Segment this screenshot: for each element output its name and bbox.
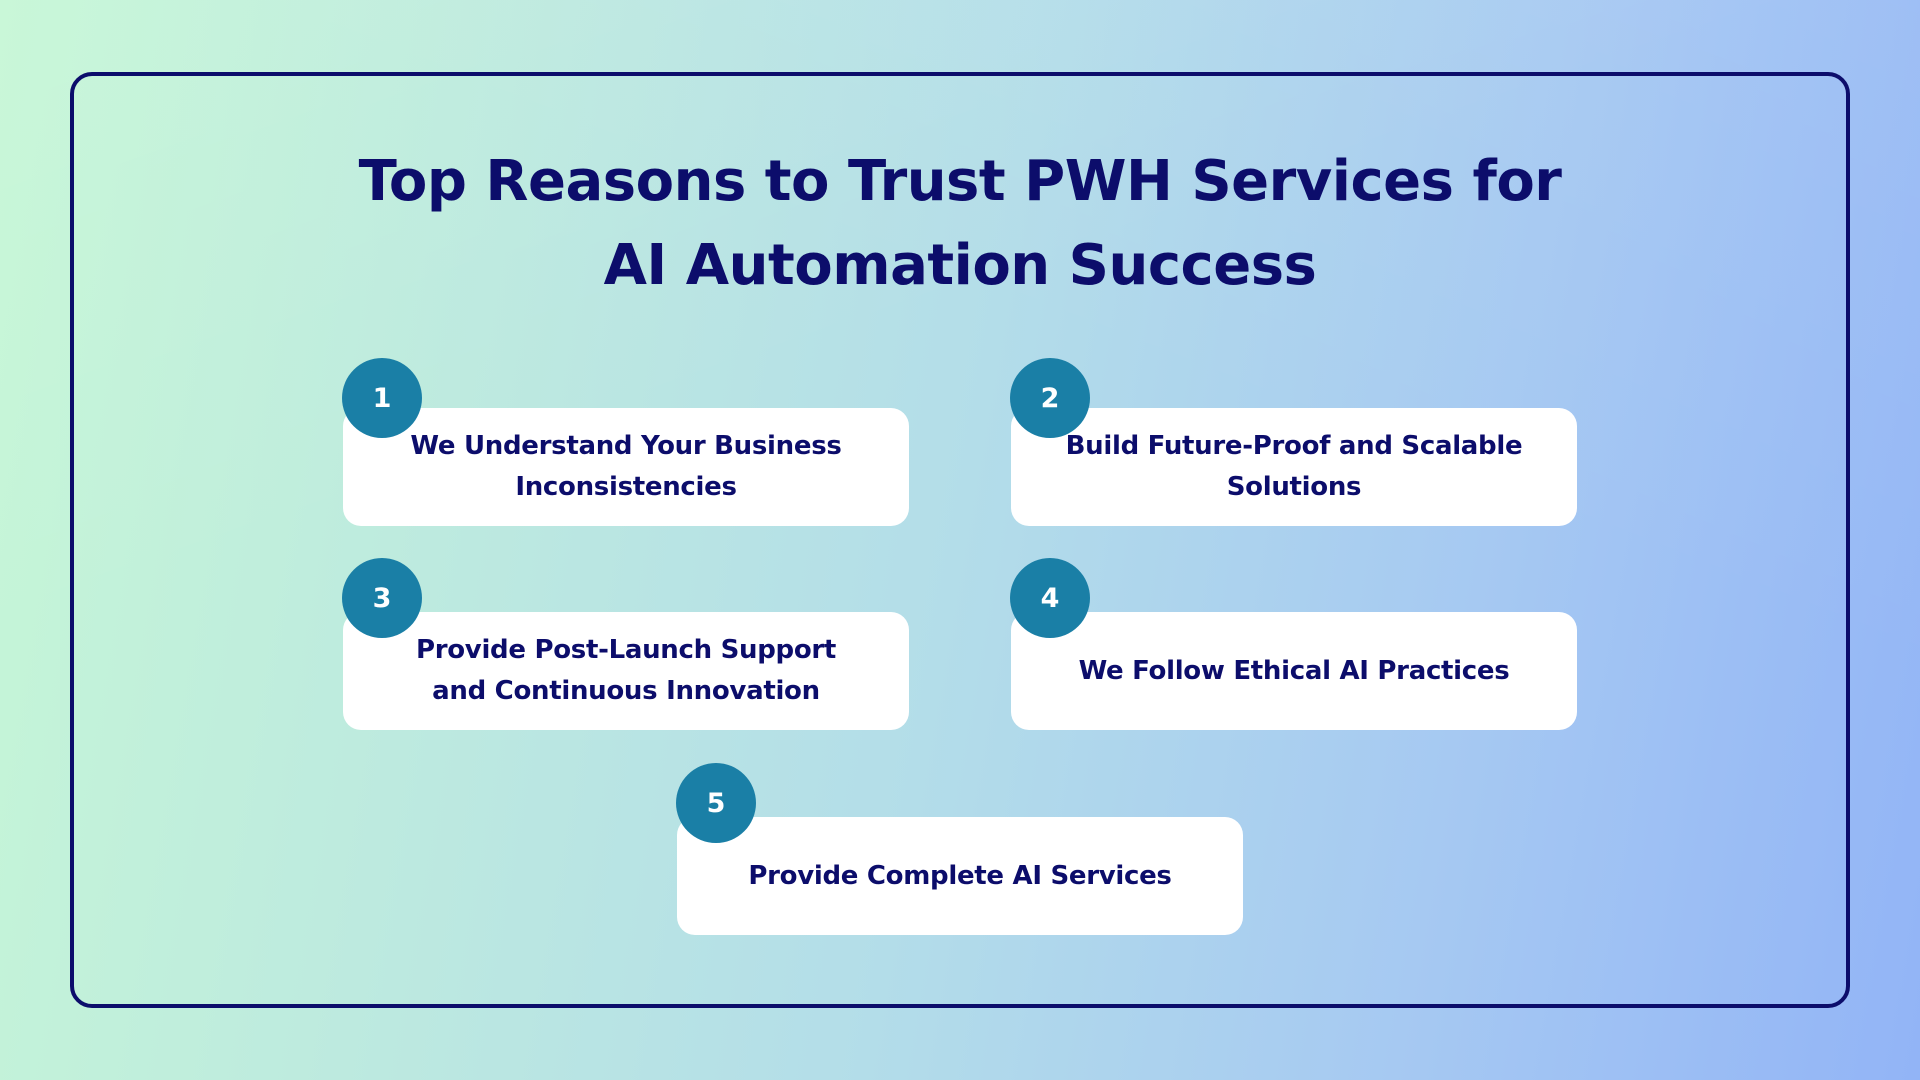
reason-text: We Understand Your Business Inconsistenc…: [410, 431, 842, 502]
number-badge-2: 2: [1010, 358, 1090, 438]
number-badge-3: 3: [342, 558, 422, 638]
title-line-1: Top Reasons to Trust PWH Services for: [358, 149, 1562, 214]
reason-text: Provide Post-Launch Support and Continuo…: [415, 635, 837, 706]
number-badge-5: 5: [676, 763, 756, 843]
reason-text: We Follow Ethical AI Practices: [1078, 655, 1510, 686]
reason-card-5: Provide Complete AI Services: [677, 817, 1243, 935]
content-frame: [70, 72, 1850, 1008]
page-title: Top Reasons to Trust PWH Services for AI…: [0, 140, 1920, 308]
reason-card-2: Build Future-Proof and Scalable Solution…: [1011, 408, 1577, 526]
number-badge-1: 1: [342, 358, 422, 438]
reason-card-4: We Follow Ethical AI Practices: [1011, 612, 1577, 730]
reason-text: Provide Complete AI Services: [748, 860, 1172, 891]
reason-card-3: Provide Post-Launch Support and Continuo…: [343, 612, 909, 730]
reason-card-1: We Understand Your Business Inconsistenc…: [343, 408, 909, 526]
title-line-2: AI Automation Success: [603, 233, 1317, 298]
number-badge-4: 4: [1010, 558, 1090, 638]
reason-text: Build Future-Proof and Scalable Solution…: [1065, 431, 1523, 502]
